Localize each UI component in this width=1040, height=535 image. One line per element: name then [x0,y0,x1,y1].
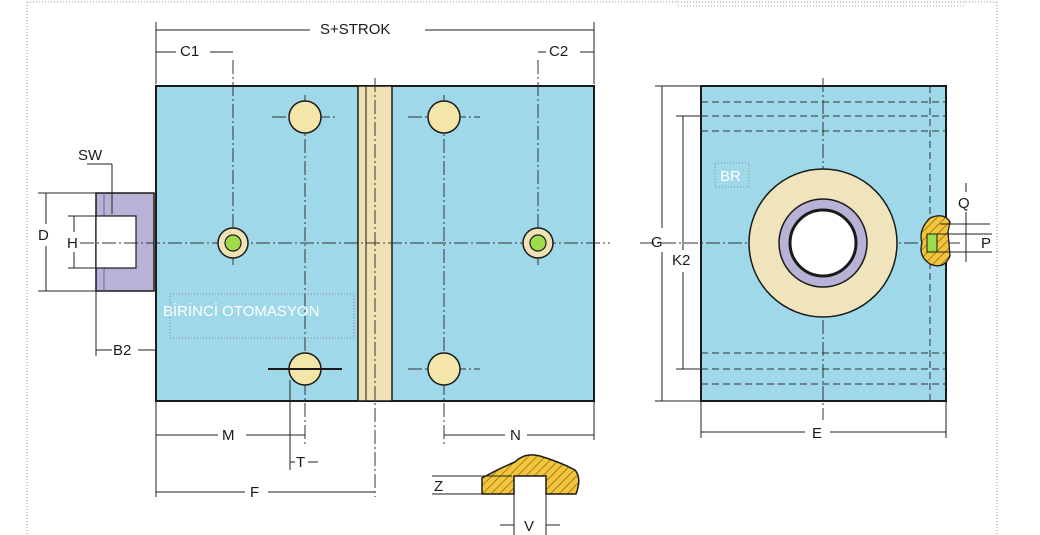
dim-c1-label: C1 [180,43,199,60]
watermark-text: BİRİNCİ OTOMASYON [163,302,319,320]
dim-br-label: BR [720,168,741,185]
mounting-hole-bottom-right [427,352,461,386]
mounting-hole-top-left [288,100,322,134]
dim-m-label: M [222,427,235,444]
dim-c2-label: C2 [549,43,568,60]
br-box [714,162,750,188]
dim-sw-label: SW [78,147,103,164]
dim-h-label: H [67,235,78,252]
dim-z-label: Z [434,478,443,495]
bore-assembly [748,168,898,318]
dim-e-label: E [812,425,822,442]
dim-f-label: F [250,484,259,501]
dim-b2-label: B2 [113,342,131,359]
air-port-left [217,227,249,259]
boss-bore [95,215,137,269]
dim-g-label: G [651,234,663,251]
frame-tab [676,0,966,7]
mounting-hole-top-right [427,100,461,134]
dim-t-label: T [296,454,305,471]
side-port [920,215,951,267]
dim-v-label: V [524,518,534,535]
dim-n-label: N [510,427,521,444]
dim-p-label: P [981,235,991,252]
dim-d-label: D [38,227,49,244]
dim-k2-label: K2 [672,252,690,269]
slot-profile-detail [481,454,580,495]
air-port-right [522,227,554,259]
mounting-hole-bottom-left [268,352,342,386]
dim-q-label: Q [958,195,970,212]
dim-s-strok-label: S+STROK [320,21,390,38]
left-boss [95,192,155,292]
